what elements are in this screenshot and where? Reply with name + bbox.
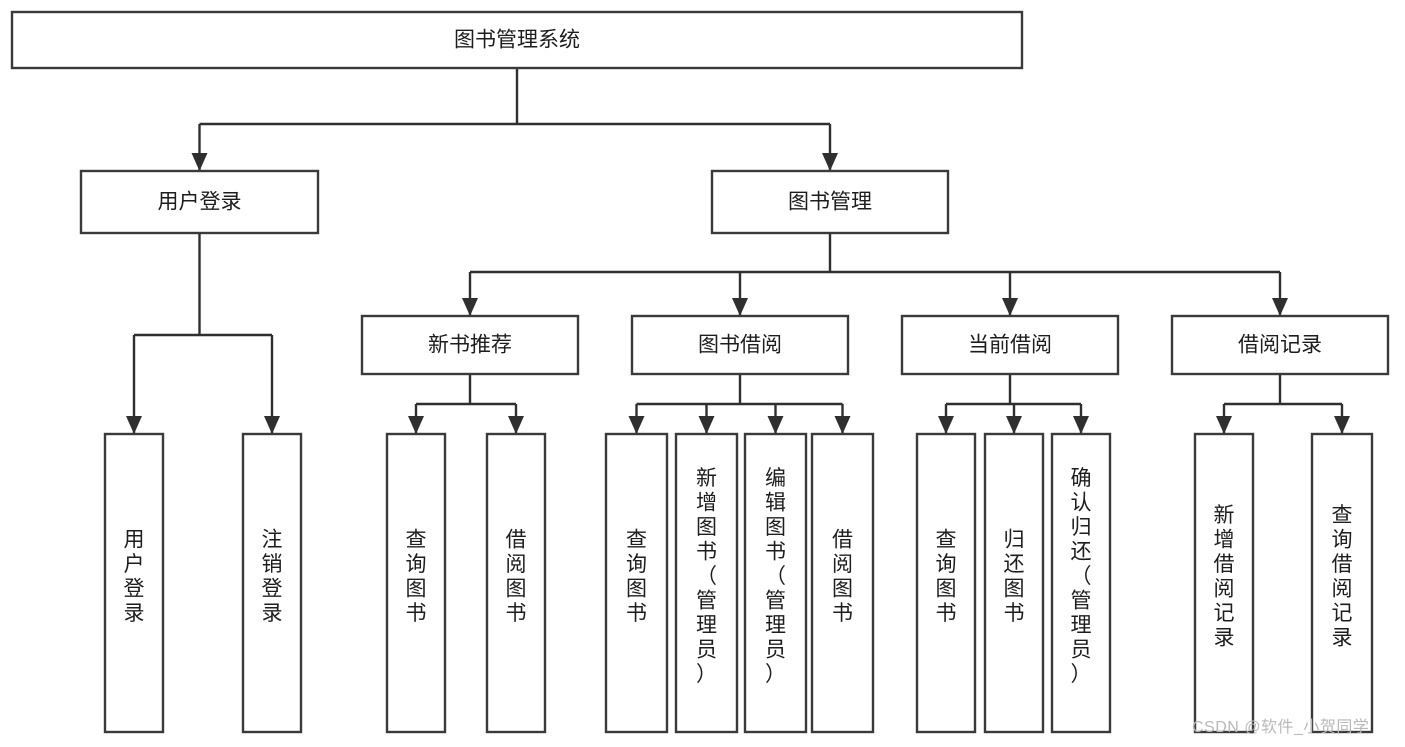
- node-box-leaf-add-book: [674, 432, 739, 734]
- node-label-current-borrow: 当前借阅: [968, 334, 1052, 357]
- node-box-book-manage: [710, 169, 950, 235]
- node-leaf-add-record[interactable]: 新增借阅记录: [1193, 432, 1255, 734]
- node-box-current-borrow: [900, 314, 1120, 376]
- arrow-head-icon-leaf-user-logout: [264, 416, 280, 434]
- node-box-leaf-query-book-2: [604, 432, 669, 734]
- watermark-text: CSDN @软件_小贺同学: [1192, 719, 1370, 736]
- arrow-head-icon-leaf-return-book: [1006, 416, 1022, 434]
- node-label-leaf-query-record: 查询借阅记录: [1332, 504, 1353, 650]
- node-label-leaf-query-book-2: 查询图书: [626, 528, 647, 625]
- node-leaf-user-login[interactable]: 用户登录: [103, 432, 165, 734]
- node-new-book-rec[interactable]: 新书推荐: [360, 314, 580, 376]
- node-label-leaf-query-book-1: 查询图书: [406, 528, 427, 625]
- node-book-borrow[interactable]: 图书借阅: [630, 314, 850, 376]
- node-root[interactable]: 图书管理系统: [10, 10, 1024, 70]
- node-leaf-return-book[interactable]: 归还图书: [983, 432, 1045, 734]
- node-label-leaf-query-book-3: 查询图书: [936, 528, 957, 625]
- arrow-head-icon-leaf-query-book-2: [628, 416, 645, 434]
- node-box-book-borrow: [630, 314, 850, 376]
- node-leaf-borrow-book-1[interactable]: 借阅图书: [485, 432, 547, 734]
- node-leaf-query-book-3[interactable]: 查询图书: [915, 432, 977, 734]
- node-leaf-query-book-1[interactable]: 查询图书: [385, 432, 447, 734]
- node-leaf-query-book-2[interactable]: 查询图书: [604, 432, 669, 734]
- arrow-head-icon-book-manage: [822, 153, 838, 171]
- node-leaf-borrow-book-2[interactable]: 借阅图书: [810, 432, 875, 734]
- node-borrow-record[interactable]: 借阅记录: [1170, 314, 1390, 376]
- arrow-head-icon-leaf-query-book-1: [408, 416, 424, 434]
- node-box-leaf-user-login: [103, 432, 165, 734]
- node-label-book-manage: 图书管理: [788, 191, 872, 214]
- node-box-leaf-query-book-3: [915, 432, 977, 734]
- boxes-layer: 图书管理系统用户登录图书管理新书推荐图书借阅当前借阅借阅记录用户登录注销登录查询…: [10, 10, 1390, 734]
- node-label-root: 图书管理系统: [454, 29, 580, 52]
- arrow-head-icon-leaf-borrow-book-1: [508, 416, 524, 434]
- node-box-new-book-rec: [360, 314, 580, 376]
- node-leaf-user-logout[interactable]: 注销登录: [241, 432, 303, 734]
- arrow-head-icon-leaf-edit-book: [767, 416, 784, 434]
- arrow-head-icon-book-borrow: [732, 298, 748, 316]
- node-user-login[interactable]: 用户登录: [79, 169, 320, 235]
- node-label-new-book-rec: 新书推荐: [428, 334, 512, 357]
- arrow-head-icon-leaf-confirm-return: [1073, 416, 1089, 434]
- node-label-leaf-user-login: 用户登录: [124, 528, 145, 625]
- node-box-leaf-user-logout: [241, 432, 303, 734]
- node-leaf-add-book[interactable]: 新增图书（管理员）: [674, 432, 739, 734]
- node-box-leaf-return-book: [983, 432, 1045, 734]
- node-label-leaf-borrow-book-1: 借阅图书: [506, 528, 527, 625]
- arrow-head-icon-user-login: [191, 153, 208, 171]
- node-box-leaf-borrow-book-2: [810, 432, 875, 734]
- node-box-leaf-edit-book: [743, 432, 808, 734]
- node-box-borrow-record: [1170, 314, 1390, 376]
- arrow-head-icon-leaf-borrow-book-2: [834, 416, 851, 434]
- node-box-user-login: [79, 169, 320, 235]
- node-leaf-query-record[interactable]: 查询借阅记录: [1310, 432, 1374, 734]
- node-label-leaf-edit-book: 编辑图书（管理员）: [765, 467, 786, 686]
- node-label-leaf-return-book: 归还图书: [1004, 528, 1025, 625]
- node-box-leaf-add-record: [1193, 432, 1255, 734]
- node-box-leaf-query-record: [1310, 432, 1374, 734]
- node-label-leaf-add-book: 新增图书（管理员）: [696, 467, 717, 686]
- node-current-borrow[interactable]: 当前借阅: [900, 314, 1120, 376]
- node-label-leaf-user-logout: 注销登录: [262, 528, 283, 625]
- node-leaf-edit-book[interactable]: 编辑图书（管理员）: [743, 432, 808, 734]
- node-label-user-login: 用户登录: [158, 191, 242, 214]
- node-box-leaf-confirm-return: [1050, 432, 1112, 734]
- arrow-head-icon-new-book-rec: [462, 298, 478, 316]
- arrow-head-icon-leaf-query-book-3: [938, 416, 954, 434]
- arrow-head-icon-leaf-add-record: [1216, 416, 1232, 434]
- arrow-head-icon-borrow-record: [1272, 298, 1288, 316]
- node-leaf-confirm-return[interactable]: 确认归还（管理员）: [1050, 432, 1112, 734]
- node-label-book-borrow: 图书借阅: [698, 334, 782, 357]
- arrow-head-icon-leaf-query-record: [1334, 416, 1350, 434]
- node-label-leaf-borrow-book-2: 借阅图书: [832, 528, 853, 625]
- node-book-manage[interactable]: 图书管理: [710, 169, 950, 235]
- node-box-root: [10, 10, 1024, 70]
- arrow-head-icon-leaf-user-login: [126, 416, 142, 434]
- node-label-borrow-record: 借阅记录: [1238, 334, 1322, 357]
- node-box-leaf-borrow-book-1: [485, 432, 547, 734]
- node-label-leaf-add-record: 新增借阅记录: [1214, 504, 1235, 650]
- arrow-head-icon-current-borrow: [1002, 298, 1018, 316]
- arrow-head-icon-leaf-add-book: [698, 416, 715, 434]
- node-label-leaf-confirm-return: 确认归还（管理员）: [1071, 467, 1092, 686]
- connectors-layer: [126, 68, 1350, 434]
- node-box-leaf-query-book-1: [385, 432, 447, 734]
